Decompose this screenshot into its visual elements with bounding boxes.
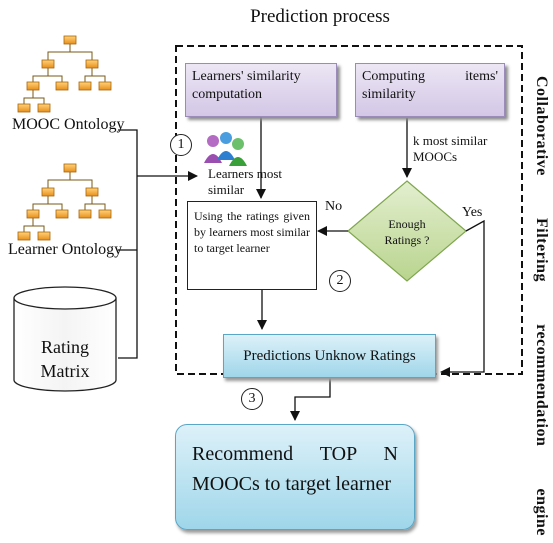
predictions-box: Predictions Unknow Ratings [223, 334, 436, 378]
recommend-line1: Recommend TOP N [192, 443, 398, 465]
arrow-engine-to-recommend [290, 375, 331, 421]
step-1-badge: 1 [170, 134, 192, 156]
learners-most-similar-line1: Learners most [208, 166, 283, 181]
k-most-similar-label: k most similar MOOCs [413, 133, 488, 164]
sources-bracket [118, 129, 138, 359]
decision-label: Enough Ratings ? [384, 217, 430, 247]
step-3-badge: 3 [241, 388, 263, 410]
recommend-line2: MOOCs to target learner [192, 473, 392, 495]
engine-vertical-label: Collaborative Filtering recommendation e… [533, 76, 550, 536]
arrow-yes-to-predictions [440, 219, 485, 377]
mooc-ontology-nodes [17, 35, 112, 113]
diagram-title: Prediction process [250, 6, 390, 27]
learner-ontology-nodes [17, 163, 112, 241]
mooc-ontology-tree-icon [23, 42, 106, 104]
learners-most-similar-label: Learners most similar [208, 166, 308, 197]
rating-matrix-cylinder-icon [13, 286, 117, 392]
step-2-badge: 2 [329, 270, 351, 292]
learners-similarity-box: Learners' similarity computation [185, 63, 337, 117]
learners-group-icon [204, 132, 247, 166]
decision-no-label: No [325, 199, 343, 214]
recommend-box: Recommend TOP N MOOCs to target learner [175, 424, 415, 530]
rating-matrix-label-line2: Matrix [40, 361, 90, 382]
using-ratings-box: Using the ratings given by learners most… [187, 201, 317, 290]
learners-most-similar-line2: similar [208, 181, 245, 197]
learner-ontology-label: Learner Ontology [8, 241, 123, 258]
decision-yes-label: Yes [462, 205, 483, 220]
mooc-ontology-label: MOOC Ontology [12, 116, 125, 133]
decision-diamond [347, 180, 467, 282]
rating-matrix-label-line1: Rating [41, 337, 89, 357]
learner-ontology-tree-icon [23, 170, 106, 232]
items-similarity-box: Computing items' similarity [355, 63, 505, 117]
rating-matrix-label: Rating Matrix [14, 335, 116, 384]
